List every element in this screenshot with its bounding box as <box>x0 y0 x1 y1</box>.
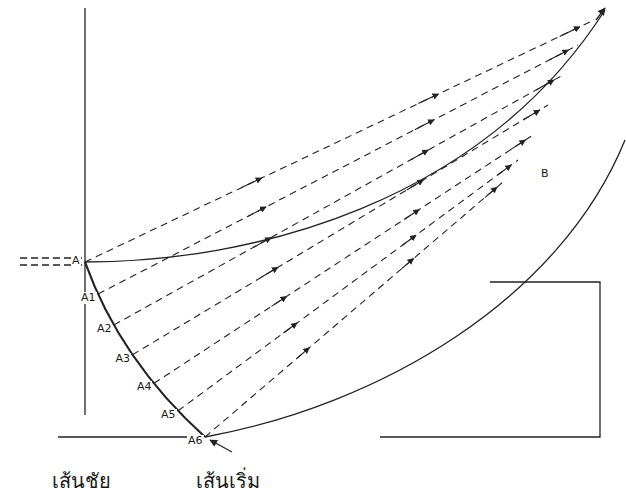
ray-arrow <box>536 80 554 90</box>
path-ray <box>178 160 518 411</box>
path-ray <box>133 105 549 355</box>
point-label: A6 <box>187 435 204 447</box>
start-line-label: เส้นเริ่ม <box>196 470 260 492</box>
ray-arrow <box>297 348 309 358</box>
base-line <box>58 436 200 437</box>
inner-curve <box>85 10 605 262</box>
ray-arrow <box>485 187 497 197</box>
point-label: A3 <box>115 353 132 365</box>
ray-arrow <box>498 165 512 175</box>
ray-arrow <box>283 323 297 333</box>
ray-arrow <box>560 27 580 37</box>
ray-arrow <box>402 235 416 245</box>
ray-arrow <box>261 267 278 277</box>
path-ray <box>98 45 578 294</box>
ray-arrow <box>407 180 424 190</box>
ray-arrow <box>402 259 414 269</box>
finish-line-label: เส้นชัย <box>52 470 111 492</box>
ray-arrow <box>410 150 428 160</box>
point-label: B <box>540 168 550 180</box>
path-ray <box>85 22 590 262</box>
ray-arrow <box>242 178 262 188</box>
ray-arrow <box>523 110 540 120</box>
point-label: A2 <box>96 323 113 335</box>
point-label: A4 <box>136 381 153 393</box>
ray-arrow <box>247 207 266 217</box>
end-arrow <box>596 8 605 20</box>
point-label: A <box>71 255 81 267</box>
ray-arrow <box>253 238 271 248</box>
point-label: A5 <box>160 409 177 421</box>
ray-arrow <box>404 210 419 220</box>
start-arrow <box>210 440 232 452</box>
point-label: A1 <box>80 292 97 304</box>
ray-arrow <box>271 296 286 306</box>
ray-arrow <box>549 50 568 60</box>
field-rectangle <box>380 282 600 437</box>
finish-post <box>84 8 85 415</box>
start-curve <box>85 262 205 437</box>
ray-arrow <box>418 94 438 104</box>
path-ray <box>205 182 503 437</box>
path-ray <box>154 135 533 383</box>
outer-curve <box>205 140 625 437</box>
ray-arrow <box>510 140 525 150</box>
path-ray <box>114 75 563 325</box>
ray-arrow <box>415 120 434 130</box>
